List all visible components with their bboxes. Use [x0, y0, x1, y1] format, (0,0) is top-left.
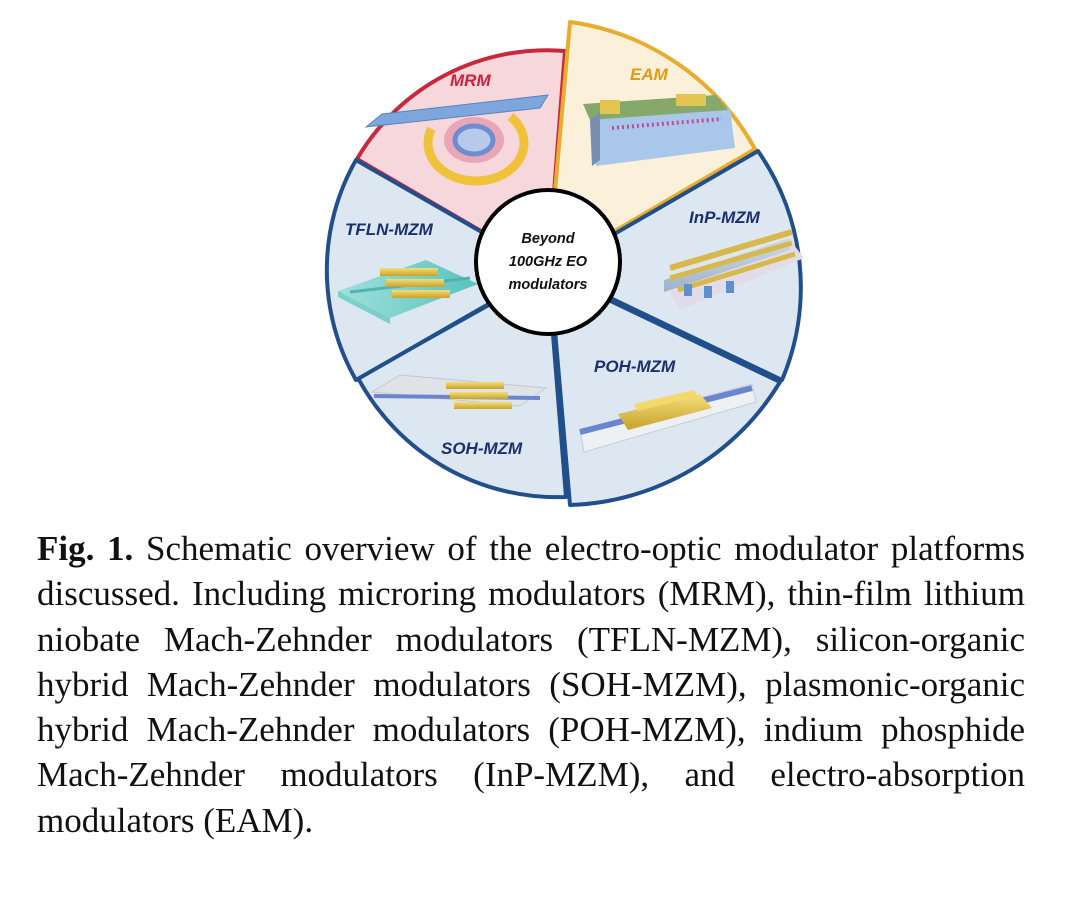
center-label-line-2: 100GHz EO	[509, 254, 588, 270]
segment-poh	[548, 270, 782, 507]
figure-caption: Fig. 1. Schematic overview of the electr…	[37, 526, 1025, 843]
segment-label-inp: InP-MZM	[689, 208, 761, 227]
caption-text: Schematic overview of the electro-optic …	[37, 529, 1025, 840]
center-label-line-1: Beyond	[521, 231, 575, 247]
modulator-platforms-wheel: MRM EAM InP-MZM POH-MZM SOH-MZM TFLN-MZM…	[324, 20, 804, 507]
poh-illustration	[579, 383, 757, 453]
eam-illustration	[583, 94, 735, 166]
mrm-illustration	[364, 94, 549, 186]
segment-label-mrm: MRM	[450, 71, 491, 90]
soh-illustration	[370, 374, 548, 409]
segment-label-poh: POH-MZM	[594, 357, 676, 376]
tfln-illustration	[338, 260, 478, 324]
inp-illustration	[664, 229, 804, 310]
segment-label-soh: SOH-MZM	[441, 439, 523, 458]
center-label-line-3: modulators	[509, 277, 588, 293]
center-circle	[474, 188, 622, 336]
segment-label-tfln: TFLN-MZM	[345, 220, 434, 239]
figure-label: Fig. 1.	[37, 529, 134, 568]
segment-label-eam: EAM	[630, 65, 669, 84]
